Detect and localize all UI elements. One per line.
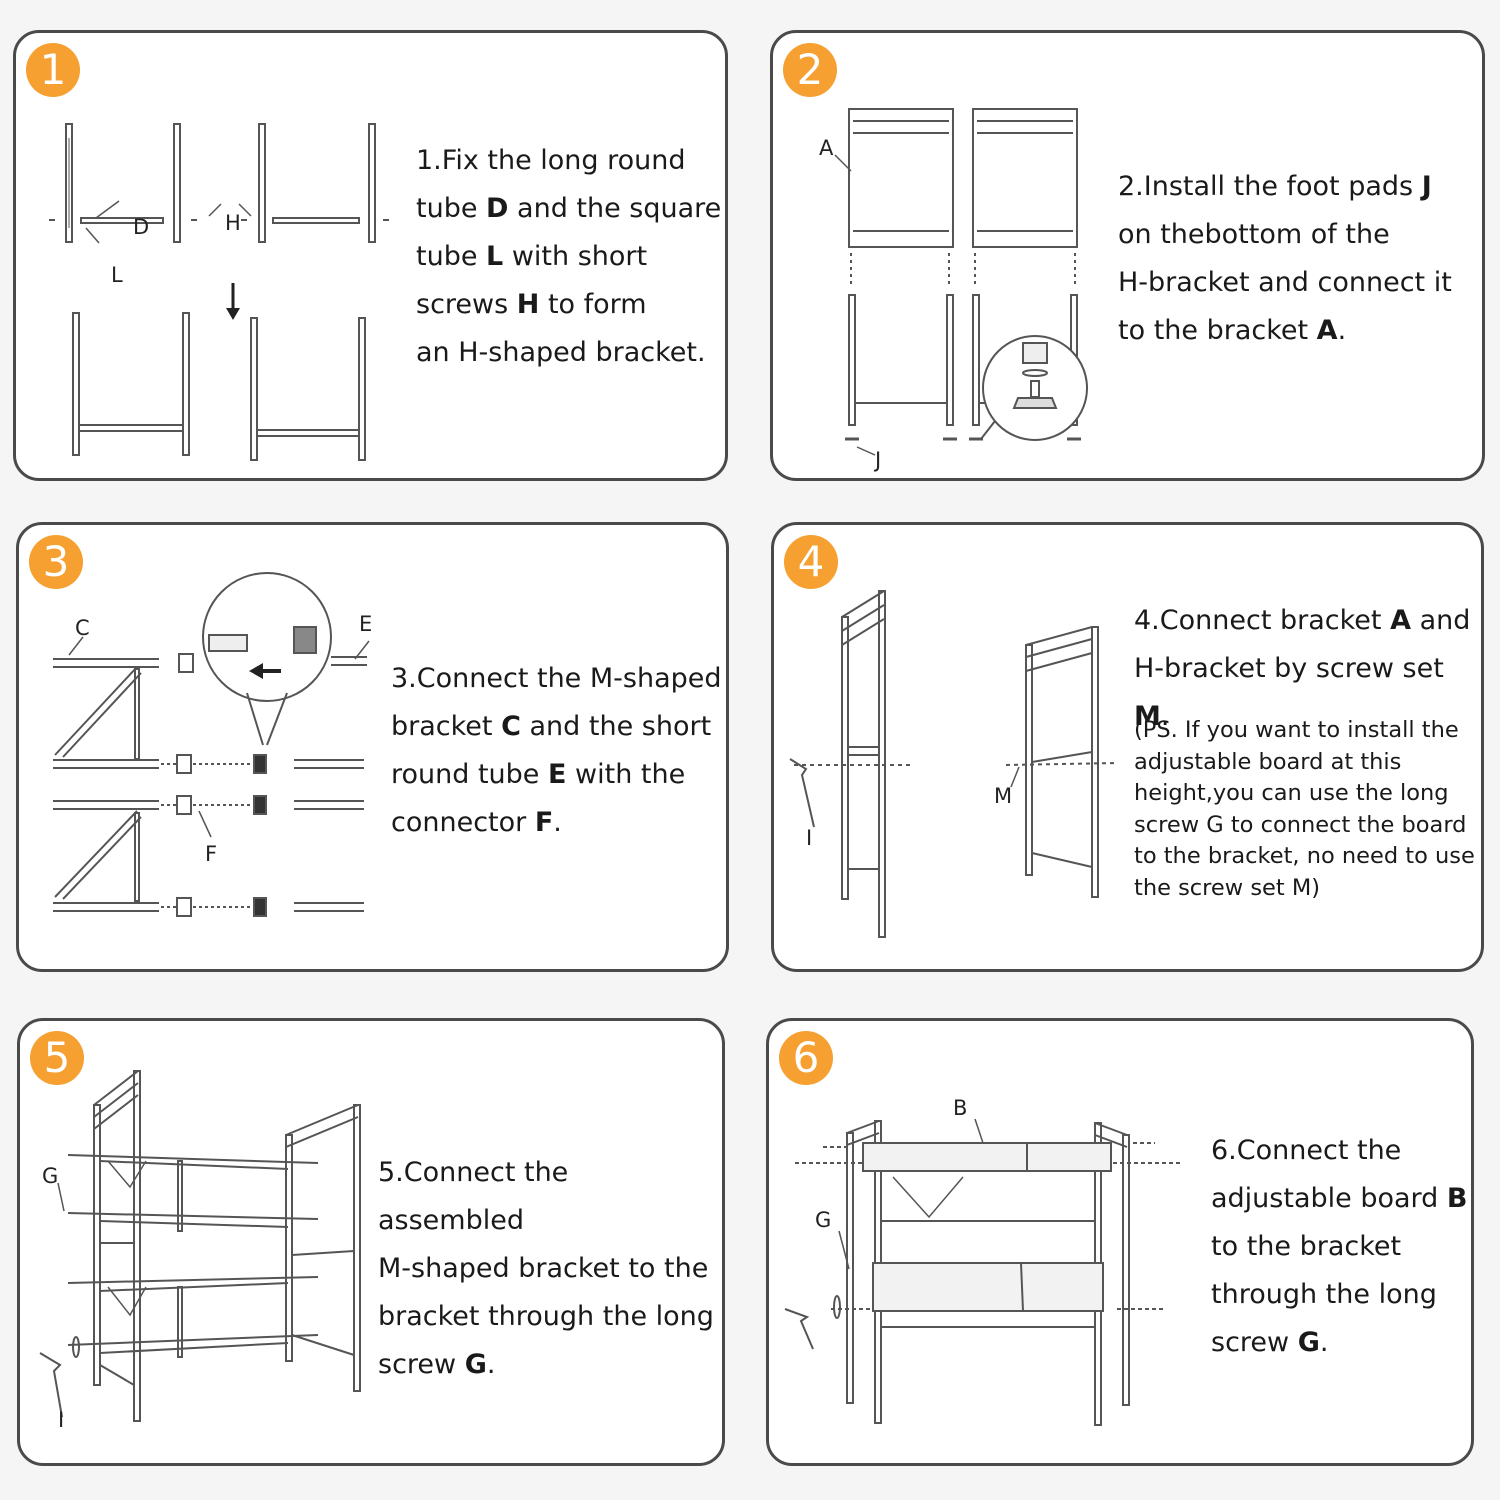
label-h: H <box>225 211 241 235</box>
step-3-number-badge: 3 <box>29 535 83 589</box>
label-a: A <box>819 136 834 160</box>
label-m: M <box>994 784 1012 808</box>
label-l: L <box>111 263 123 287</box>
label-j: J <box>873 448 881 472</box>
step-1-number-badge: 1 <box>26 43 80 97</box>
step-5-panel: 5 G I <box>17 1018 725 1466</box>
label-e: E <box>359 612 372 636</box>
step-1-illustration: D H L <box>41 118 401 461</box>
step-4-instructions: 4.Connect bracket A and H-bracket by scr… <box>1134 605 1471 732</box>
step-3-illustration: C E F <box>49 572 379 945</box>
label-b: B <box>953 1096 967 1120</box>
step-3-panel: 3 <box>16 522 729 972</box>
label-g: G <box>42 1164 58 1188</box>
step-5-illustration: G I <box>38 1065 368 1435</box>
label-f: F <box>205 842 217 866</box>
step-1-panel: 1 D H <box>13 30 728 481</box>
step-5-number-badge: 5 <box>30 1031 84 1085</box>
step-6-number-badge: 6 <box>779 1031 833 1085</box>
step-6-panel: 6 <box>766 1018 1474 1466</box>
step-1-instructions: 1.Fix the long round tube D and the squa… <box>416 145 722 368</box>
label-d: D <box>133 215 149 239</box>
step-2-instructions: 2.Install the foot pads J on thebottom o… <box>1118 171 1452 346</box>
label-i: I <box>806 826 812 850</box>
step-4-number-badge: 4 <box>784 535 838 589</box>
step-4-illustration: I M <box>784 587 1124 947</box>
label-g: G <box>815 1208 831 1232</box>
step-4-panel: 4 I M 4.Connect br <box>771 522 1484 972</box>
step-2-number-badge: 2 <box>783 43 837 97</box>
step-4-note: (PS. If you want to install the adjustab… <box>1134 717 1475 901</box>
step-2-panel: 2 <box>770 30 1485 481</box>
step-5-instructions: 5.Connect the assembled M-shaped bracket… <box>378 1157 714 1380</box>
step-6-instructions: 6.Connect the adjustable board B to the … <box>1211 1135 1468 1358</box>
label-c: C <box>75 616 90 640</box>
label-i: I <box>58 1408 64 1432</box>
step-3-instructions: 3.Connect the M-shaped bracket C and the… <box>391 663 722 838</box>
step-2-illustration: A J <box>813 103 1133 473</box>
step-6-illustration: B G <box>783 1081 1183 1441</box>
